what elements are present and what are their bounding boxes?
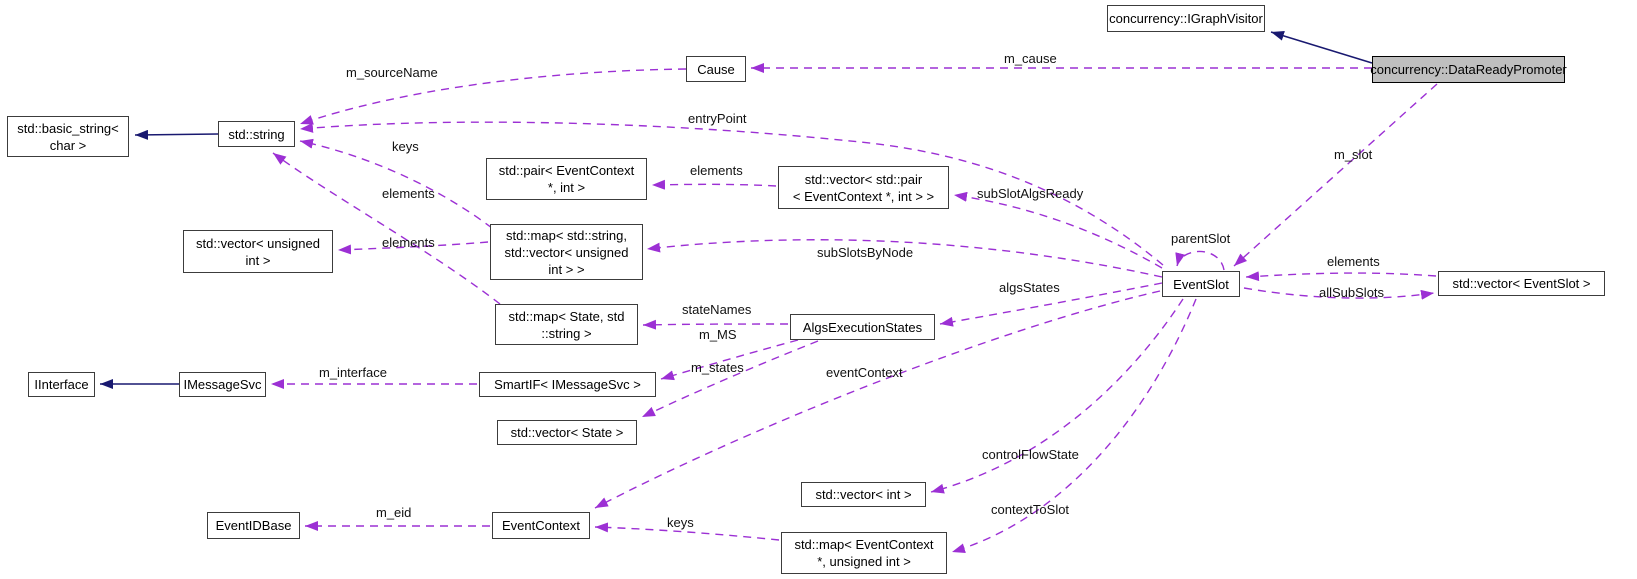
edge-label-m-states: m_states <box>691 360 744 375</box>
node-eventidbase[interactable]: EventIDBase <box>207 512 300 539</box>
edge-m-slot <box>1233 83 1438 267</box>
edge-contexttoslot <box>951 298 1197 554</box>
node-std-map-state-string[interactable]: std::map< State, std ::string > <box>495 304 638 345</box>
edge-label-statenames: stateNames <box>682 302 752 317</box>
edge-m-ms <box>660 339 799 381</box>
edge-label-m-eid: m_eid <box>376 505 412 520</box>
node-std-pair-eventcontext-int[interactable]: std::pair< EventContext *, int > <box>486 158 647 200</box>
edge-keys-bottom <box>594 522 780 541</box>
edge-elements-statestring <box>272 152 501 305</box>
node-iinterface[interactable]: IInterface <box>28 372 95 397</box>
node-std-map-string-vector[interactable]: std::map< std::string, std::vector< unsi… <box>490 224 643 280</box>
edge-label-eventcontext: eventContext <box>826 365 903 380</box>
edge-statenames <box>642 319 789 330</box>
node-std-map-eventcontext-unsigned[interactable]: std::map< EventContext *, unsigned int > <box>781 532 947 574</box>
edge-label-elements-eventslot: elements <box>1327 254 1380 269</box>
node-cause[interactable]: Cause <box>686 56 746 82</box>
node-imessagesvc[interactable]: IMessageSvc <box>179 372 266 397</box>
node-std-vector-state[interactable]: std::vector< State > <box>497 420 637 445</box>
edge-label-allsubslots: allSubSlots <box>1319 285 1385 300</box>
edge-label-elements-pair: elements <box>690 163 743 178</box>
edge-label-controlflowstate: controlFlowState <box>982 447 1079 462</box>
edge-entrypoint <box>299 121 1164 266</box>
edge-label-subslotsbynode: subSlotsByNode <box>817 245 914 260</box>
edge-elements-unsigned <box>337 241 489 255</box>
edge-parentslot-selfloop <box>1175 250 1225 271</box>
node-std-vector-eventslot[interactable]: std::vector< EventSlot > <box>1438 271 1605 296</box>
node-concurrency-igraphvisitor[interactable]: concurrency::IGraphVisitor <box>1107 5 1265 32</box>
edge-label-m-interface: m_interface <box>319 365 387 380</box>
node-algsexecutionstates[interactable]: AlgsExecutionStates <box>790 314 935 340</box>
edge-allsubslots <box>1243 287 1435 300</box>
node-std-vector-pair[interactable]: std::vector< std::pair < EventContext *,… <box>778 166 949 209</box>
edge-algsstates <box>939 282 1163 327</box>
edge-label-parentslot: parentSlot <box>1171 231 1231 246</box>
node-std-vector-unsigned-int[interactable]: std::vector< unsigned int > <box>183 230 333 273</box>
edge-inherit-string-basicstring <box>134 129 219 140</box>
edge-keys-top <box>299 138 493 229</box>
node-smartif-imessagesvc[interactable]: SmartIF< IMessageSvc > <box>479 372 656 397</box>
edge-label-m-sourcename: m_sourceName <box>346 65 438 80</box>
node-eventcontext[interactable]: EventContext <box>492 512 590 539</box>
edge-elements-pair <box>651 179 777 190</box>
edge-label-m-slot: m_slot <box>1334 147 1373 162</box>
edge-label-algsstates: algsStates <box>999 280 1060 295</box>
edge-label-contexttoslot: contextToSlot <box>991 502 1070 517</box>
edge-label-elements-unsigned: elements <box>382 235 435 250</box>
node-eventslot[interactable]: EventSlot <box>1162 271 1240 297</box>
edge-label-elements-state-string: elements <box>382 186 435 201</box>
edge-m-states <box>641 340 819 418</box>
edge-elements-eventslot <box>1245 271 1437 282</box>
edge-label-keys-top: keys <box>392 139 419 154</box>
edge-m-sourcename <box>299 68 687 125</box>
node-concurrency-datareadypromoter[interactable]: concurrency::DataReadyPromoter <box>1370 56 1567 83</box>
edge-label-m-cause: m_cause <box>1004 51 1057 66</box>
edge-label-entrypoint: entryPoint <box>688 111 747 126</box>
node-std-vector-int[interactable]: std::vector< int > <box>801 482 926 507</box>
edge-label-subslotalgsready: subSlotAlgsReady <box>977 186 1084 201</box>
node-std-string[interactable]: std::string <box>218 121 295 147</box>
node-std-basic-string[interactable]: std::basic_string< char > <box>7 116 129 157</box>
edge-label-m-ms: m_MS <box>699 327 737 342</box>
edge-inherit-datareadypromoter-igraphvisitor <box>1270 31 1373 64</box>
edge-subslotalgsready <box>953 191 1163 269</box>
edge-label-keys-bottom: keys <box>667 515 694 530</box>
edge-controlflowstate <box>930 298 1184 494</box>
